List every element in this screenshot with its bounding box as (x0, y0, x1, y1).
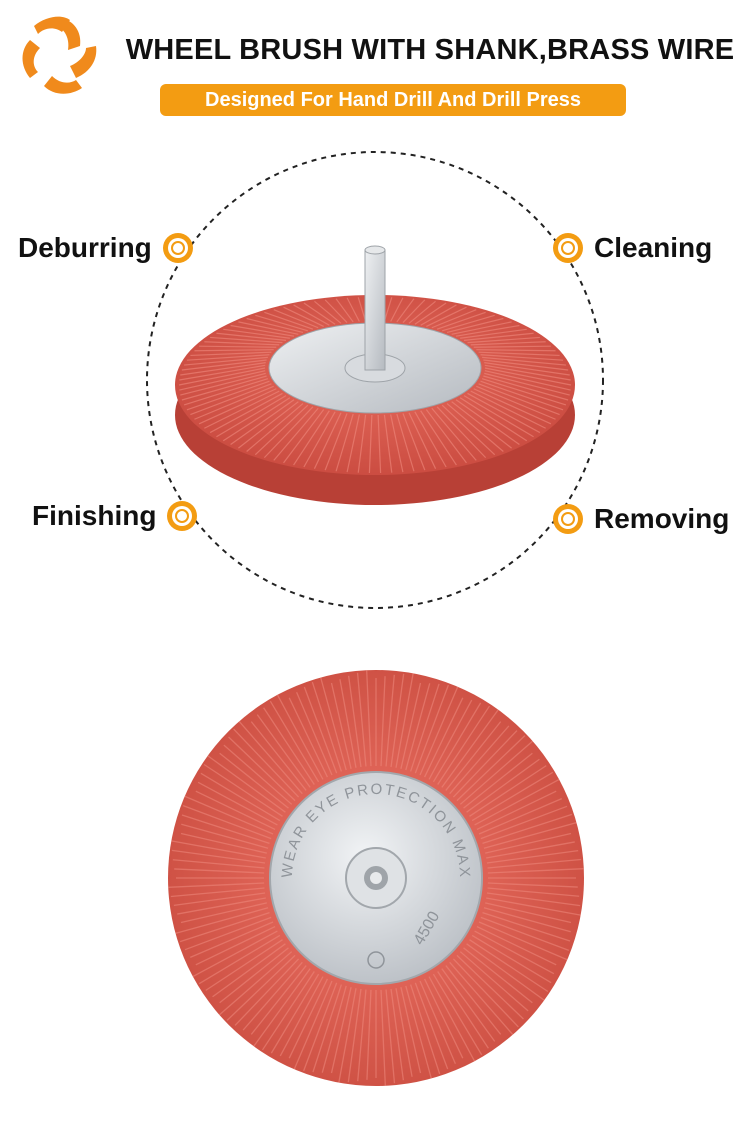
subtitle-banner: Designed For Hand Drill And Drill Press (160, 84, 626, 116)
wheel-brush-side-image (175, 245, 575, 505)
feature-cleaning: Cleaning (552, 232, 712, 264)
badge-icon (167, 501, 198, 531)
badge-icon (553, 504, 583, 534)
badge-icon (553, 233, 583, 263)
wheel-brush-front-image: WEAR EYE PROTECTION MAX RPM 4500 (160, 660, 584, 1086)
feature-label-finishing: Finishing (32, 500, 157, 531)
dashed-circle (146, 151, 604, 609)
page-title: WHEEL BRUSH WITH SHANK,BRASS WIRE (125, 34, 735, 66)
feature-finishing: Finishing (32, 500, 198, 532)
feature-label-cleaning: Cleaning (594, 232, 713, 263)
feature-label-deburring: Deburring (18, 232, 152, 263)
feature-removing: Removing (552, 503, 729, 535)
feature-deburring: Deburring (18, 232, 194, 264)
badge-icon (162, 233, 193, 263)
brand-logo-icon (22, 16, 97, 94)
feature-label-removing: Removing (594, 503, 730, 534)
